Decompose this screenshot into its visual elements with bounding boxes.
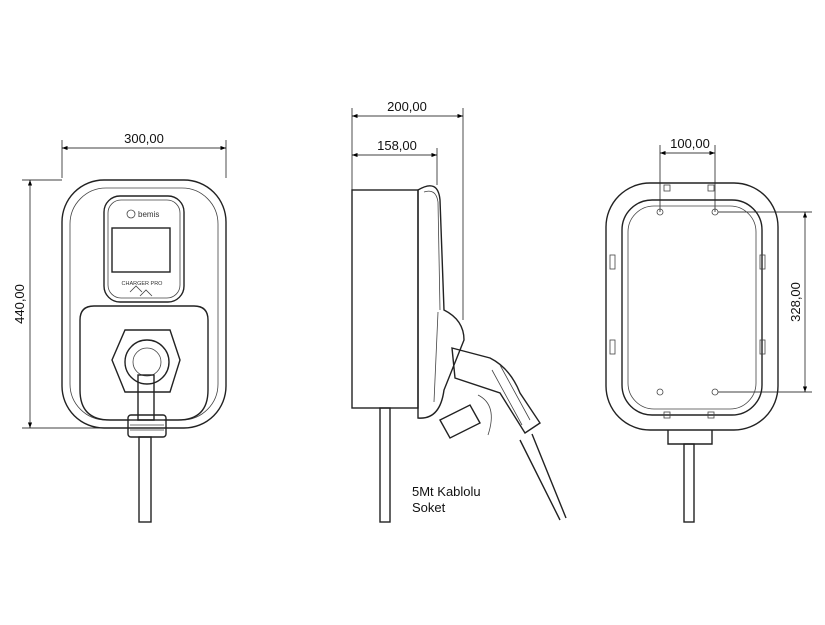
height-dimension: 440,00 [12,284,27,324]
cable-note-line1: 5Mt Kablolu [412,484,481,499]
logo-text: bemis [138,210,159,219]
depth-dimension: 200,00 [387,99,427,114]
model-label: CHARGER PRO [122,281,164,287]
cable-note-line2: Soket [412,500,446,515]
horizontal-hole-dimension: 100,00 [670,136,710,151]
mounting-holes [656,208,719,396]
body-depth-dimension: 158,00 [377,138,417,153]
rfid-icon [129,285,153,297]
socket-icon [124,339,170,385]
logo-icon [126,209,136,219]
back-view: 100,00 328,00 [605,136,812,523]
front-view: 300,00 440,00 bemis CHARGER PRO [12,131,227,523]
vertical-hole-dimension: 328,00 [788,282,803,322]
plug-icon [451,347,541,434]
side-view: 200,00 158,00 5Mt Kablolu Soket [351,99,567,523]
width-dimension: 300,00 [124,131,164,146]
